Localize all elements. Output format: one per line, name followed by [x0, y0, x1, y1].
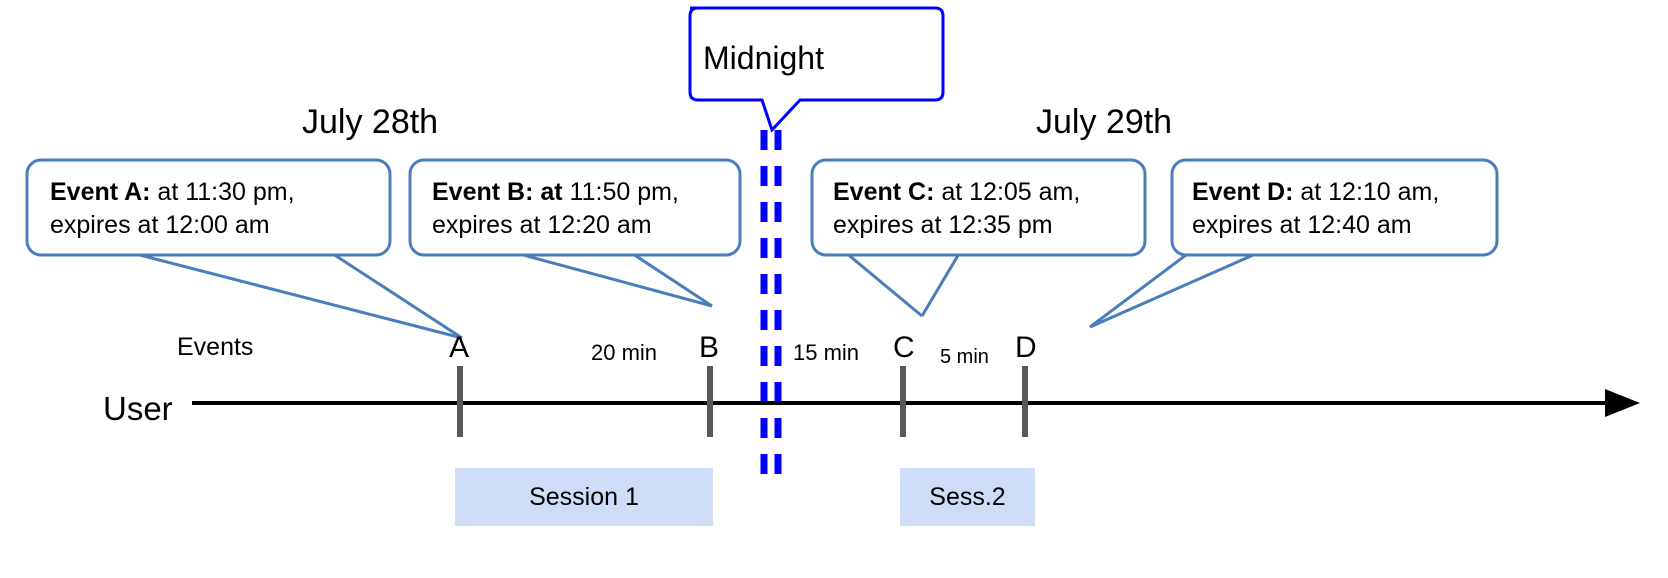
date-label-left: July 28th: [302, 103, 439, 141]
session-label-2: Sess.2: [929, 483, 1006, 511]
callout-b-line2: expires at 12:20 am: [432, 210, 652, 239]
callout-text-event-c: Event C: at 12:05 am, expires at 12:35 p…: [833, 176, 1080, 241]
marker-letter-c: C: [893, 331, 915, 364]
leader-line-d-2: [1089, 250, 1261, 329]
callout-d-line1-rest: at 12:10 am,: [1293, 178, 1440, 206]
interval-label-cd: 5 min: [940, 346, 989, 368]
callout-a-bold: Event A:: [50, 178, 151, 206]
callout-c-line2: expires at 12:35 pm: [833, 210, 1053, 239]
callout-b-line1-rest: 11:50 pm,: [562, 178, 679, 206]
callout-box-event-c: [810, 158, 1147, 257]
session-box-1: [455, 468, 713, 526]
callout-c-line1-rest: at 12:05 am,: [934, 178, 1081, 206]
interval-label-ab: 20 min: [591, 340, 658, 365]
leader-line-b-1: [511, 250, 713, 308]
callout-box-event-b: [408, 158, 742, 257]
midnight-callout-box: [688, 6, 945, 133]
callout-text-event-d: Event D: at 12:10 am, expires at 12:40 a…: [1192, 176, 1439, 241]
callout-box-event-d: [1170, 158, 1499, 257]
marker-letter-a: A: [449, 331, 470, 364]
callout-text-event-a: Event A: at 11:30 pm, expires at 12:00 a…: [50, 176, 295, 241]
marker-letter-b: B: [699, 331, 720, 364]
callout-c-bold: Event C:: [833, 178, 935, 206]
row-label-events: Events: [177, 333, 254, 361]
date-label-right: July 29th: [1036, 103, 1173, 141]
callout-d-line2: expires at 12:40 am: [1192, 210, 1412, 239]
callout-box-event-a: [25, 158, 392, 257]
marker-letter-d: D: [1015, 331, 1037, 364]
leader-line-d-1: [1089, 250, 1191, 329]
interval-label-bc: 15 min: [793, 340, 860, 365]
callout-a-line2: expires at 12:00 am: [50, 210, 270, 239]
leader-line-c-1: [844, 250, 923, 318]
callout-d-bold: Event D:: [1192, 178, 1294, 206]
row-label-user: User: [103, 390, 173, 427]
midnight-label: Midnight: [703, 40, 824, 76]
leader-line-a-1: [127, 250, 463, 340]
timeline-axis-arrowhead: [1605, 389, 1640, 417]
callout-a-line1-rest: at 11:30 pm,: [150, 178, 295, 206]
leader-line-b-2: [629, 250, 713, 308]
leader-line-a-2: [329, 250, 463, 340]
callout-b-bold: Event B: at: [432, 178, 563, 206]
session-label-1: Session 1: [529, 483, 639, 511]
callout-text-event-b: Event B: at 11:50 pm, expires at 12:20 a…: [432, 176, 679, 241]
leader-line-c-2: [920, 251, 962, 317]
session-box-2: [900, 468, 1035, 526]
